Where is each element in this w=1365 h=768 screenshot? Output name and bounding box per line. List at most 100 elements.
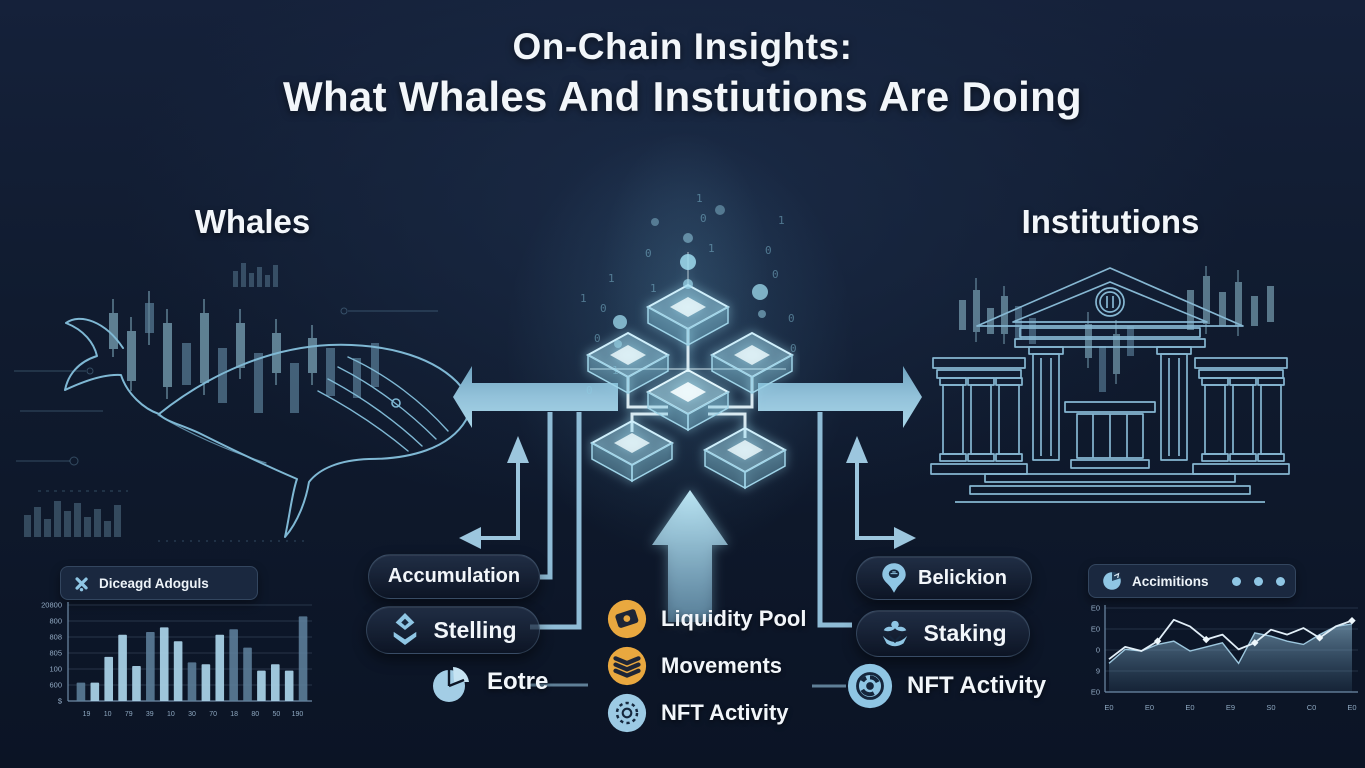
connector-staking <box>817 412 852 628</box>
binary-digit: 0 <box>790 342 797 355</box>
svg-text:E0: E0 <box>1091 625 1100 634</box>
x-spark-icon <box>75 576 88 591</box>
svg-text:79: 79 <box>125 711 133 718</box>
item-liquidity-pool: Liquidity Pool <box>606 598 806 640</box>
svg-text:808: 808 <box>49 633 62 642</box>
svg-text:E0: E0 <box>1185 703 1194 712</box>
svg-text:10: 10 <box>167 711 175 718</box>
staking-label: Staking <box>923 620 1007 646</box>
svg-text:805: 805 <box>49 649 62 658</box>
binary-digit: 0 <box>765 244 772 257</box>
svg-text:E0: E0 <box>1091 604 1100 613</box>
dotted-ring-icon <box>607 693 647 733</box>
right-arrow <box>758 366 922 428</box>
binary-digit: 0 <box>600 302 607 315</box>
binary-digit: 1 <box>708 242 715 255</box>
network-node <box>702 426 788 490</box>
svg-text:S0: S0 <box>1266 703 1275 712</box>
menu-dots <box>1231 576 1285 586</box>
eotre-label: Eotre <box>487 668 549 695</box>
network-node <box>585 331 671 395</box>
svg-text:80: 80 <box>251 711 259 718</box>
bar-chart-header: Diceagd Adoguls <box>60 566 258 600</box>
title-line-2: What Whales And Instiutions Are Doing <box>283 72 1082 120</box>
institution-illustration <box>930 266 1290 503</box>
item-nft-activity-center: NFT Activity <box>606 692 789 734</box>
svg-text:19: 19 <box>83 711 91 718</box>
map-pin-icon <box>882 563 906 593</box>
svg-text:70: 70 <box>209 711 217 718</box>
page-title: On-Chain Insights: What Whales And Insti… <box>0 26 1365 121</box>
svg-text:800: 800 <box>49 617 62 626</box>
svg-text:E0: E0 <box>1091 688 1100 697</box>
network-node <box>709 331 795 395</box>
connector-stelling <box>530 412 582 630</box>
svg-text:39: 39 <box>146 711 154 718</box>
network-glow <box>505 130 855 560</box>
binary-digit: 0 <box>645 247 652 260</box>
connector-accumulation <box>540 412 553 580</box>
svg-text:50: 50 <box>272 711 280 718</box>
left-arrow <box>453 366 618 428</box>
binary-digit: 0 <box>772 268 779 281</box>
whale-illustration <box>14 263 470 542</box>
binary-digit: 1 <box>612 364 619 377</box>
svg-text:190: 190 <box>292 711 304 718</box>
svg-text:C0: C0 <box>1307 703 1317 712</box>
network-node <box>589 419 675 483</box>
svg-text:E9: E9 <box>1226 703 1235 712</box>
svg-text:E0: E0 <box>1104 703 1113 712</box>
aperture-icon <box>847 663 893 709</box>
item-eotre: Eotre <box>428 658 548 706</box>
pill-accumulation: Accumulation <box>368 554 540 599</box>
nft-activity-center-label: NFT Activity <box>661 700 789 725</box>
binary-digit: 0 <box>594 332 601 345</box>
bar-chart-title: Diceagd Adoguls <box>99 575 209 591</box>
whale-activity-bar-chart: 20800 800 808 805 100 600 $19 10 79 39 10 30 70 18 80 5… <box>41 601 312 718</box>
pie-clock-icon <box>1103 571 1121 590</box>
item-nft-activity-right: NFT Activity <box>846 662 1046 710</box>
svg-text:30: 30 <box>188 711 196 718</box>
binary-digit: 0 <box>586 384 593 397</box>
binary-digit: 0 <box>788 312 795 325</box>
nft-activity-right-label: NFT Activity <box>907 672 1047 699</box>
binary-digit: 1 <box>608 272 615 285</box>
rising-particles <box>613 205 768 348</box>
svg-text:9: 9 <box>1096 667 1100 676</box>
binary-digit: 1 <box>580 292 587 305</box>
svg-text:E0: E0 <box>1145 703 1154 712</box>
belickion-label: Belickion <box>918 566 1007 589</box>
layers-icon <box>607 646 647 686</box>
pill-belickion: Belickion <box>856 556 1032 600</box>
title-line-1: On-Chain Insights: <box>512 26 853 67</box>
svg-text:600: 600 <box>49 681 62 690</box>
svg-text:20800: 20800 <box>41 601 62 610</box>
liquidity-pool-label: Liquidity Pool <box>661 606 807 631</box>
staking-hands-icon <box>883 620 908 646</box>
pie-chart-icon <box>433 667 469 702</box>
center-up-arrow <box>652 490 728 622</box>
binary-digit: 0 <box>700 212 707 225</box>
svg-text:E0: E0 <box>1347 703 1356 712</box>
network-node <box>645 368 731 432</box>
svg-text:10: 10 <box>104 711 112 718</box>
whales-section-label: Whales <box>194 203 311 240</box>
svg-text:18: 18 <box>230 711 238 718</box>
gem-layers-icon <box>394 613 417 646</box>
binary-digit: 1 <box>778 214 785 227</box>
svg-text:100: 100 <box>49 665 62 674</box>
item-movements: Movements <box>606 645 782 687</box>
binary-digit: 1 <box>650 282 657 295</box>
binary-digit: 1 <box>696 192 703 205</box>
institutions-section-label: Institutions <box>1021 203 1200 240</box>
coin-icon <box>607 599 647 639</box>
pill-stelling: Stelling <box>366 606 540 654</box>
network-node <box>645 283 731 347</box>
svg-text:0: 0 <box>1096 646 1100 655</box>
accumulation-label: Accumulation <box>387 565 521 587</box>
svg-text:$: $ <box>58 697 63 706</box>
